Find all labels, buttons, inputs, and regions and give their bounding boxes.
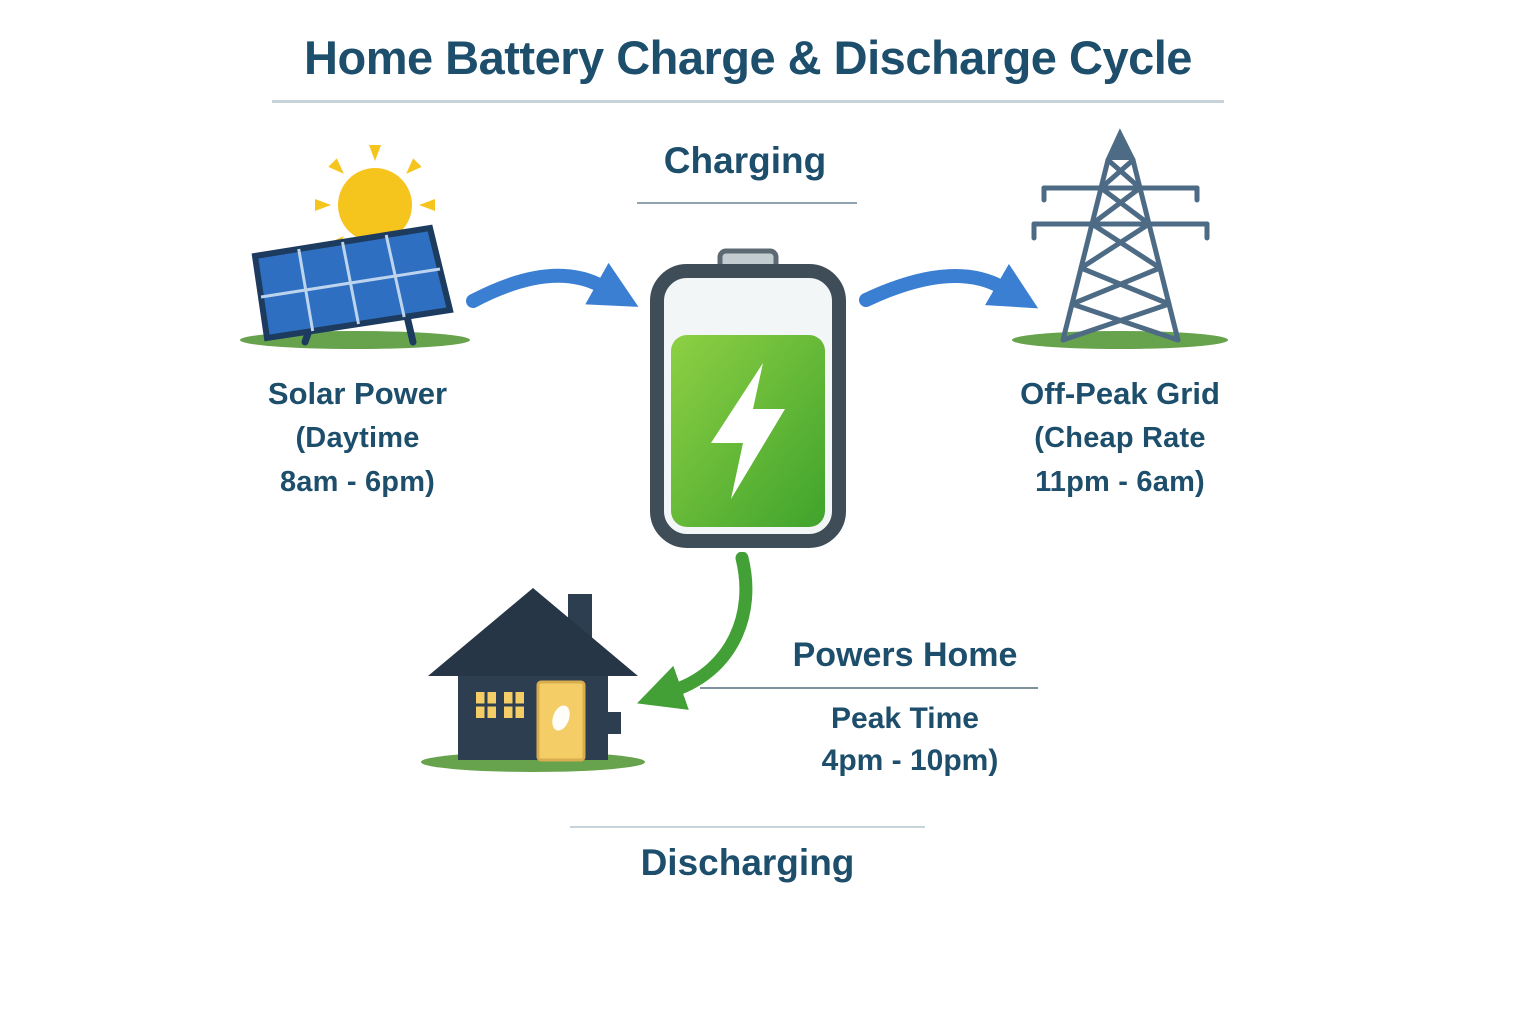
- solar-panel-icon: [240, 145, 470, 349]
- discharging-label: Discharging: [640, 842, 855, 883]
- powers-home-underline: [700, 687, 1038, 689]
- title-divider: [272, 100, 1224, 103]
- house-door: [536, 680, 586, 762]
- arrow-battery-to-grid-icon: [859, 263, 1039, 309]
- grid-caption-line: (Cheap Rate: [1034, 422, 1206, 454]
- grid-caption: Off-Peak Grid (Cheap Rate 11pm - 6am): [985, 372, 1255, 504]
- battery-icon: [650, 248, 846, 548]
- page-title: Home Battery Charge & Discharge Cycle: [304, 31, 1192, 84]
- grid-caption-line: 11pm - 6am): [1035, 466, 1205, 498]
- arrow-battery-to-home-icon: [636, 552, 753, 710]
- panel: [251, 224, 454, 346]
- powers-home-title: Powers Home: [792, 636, 1018, 674]
- solar-caption-line: 8am - 6pm): [279, 466, 436, 498]
- discharging-divider: [570, 826, 925, 828]
- ground: [1012, 331, 1228, 349]
- house-icon: [421, 588, 645, 772]
- charging-label: Charging: [663, 140, 827, 181]
- house-roof: [428, 588, 638, 676]
- powers-home-line: 4pm - 10pm): [821, 744, 999, 777]
- grid-caption-title: Off-Peak Grid: [1020, 376, 1220, 411]
- solar-caption-line: (Daytime: [295, 422, 420, 454]
- transmission-tower-icon: [1012, 128, 1228, 349]
- solar-caption: Solar Power (Daytime 8am - 6pm): [225, 372, 490, 504]
- charging-underline: [637, 202, 857, 204]
- house-windows: [476, 692, 524, 718]
- solar-caption-title: Solar Power: [267, 376, 448, 411]
- lightning-bolt-icon: [711, 363, 785, 499]
- house-side-unit: [606, 712, 621, 734]
- powers-home-line: Peak Time: [831, 702, 979, 735]
- arrow-solar-to-battery-icon: [466, 262, 639, 308]
